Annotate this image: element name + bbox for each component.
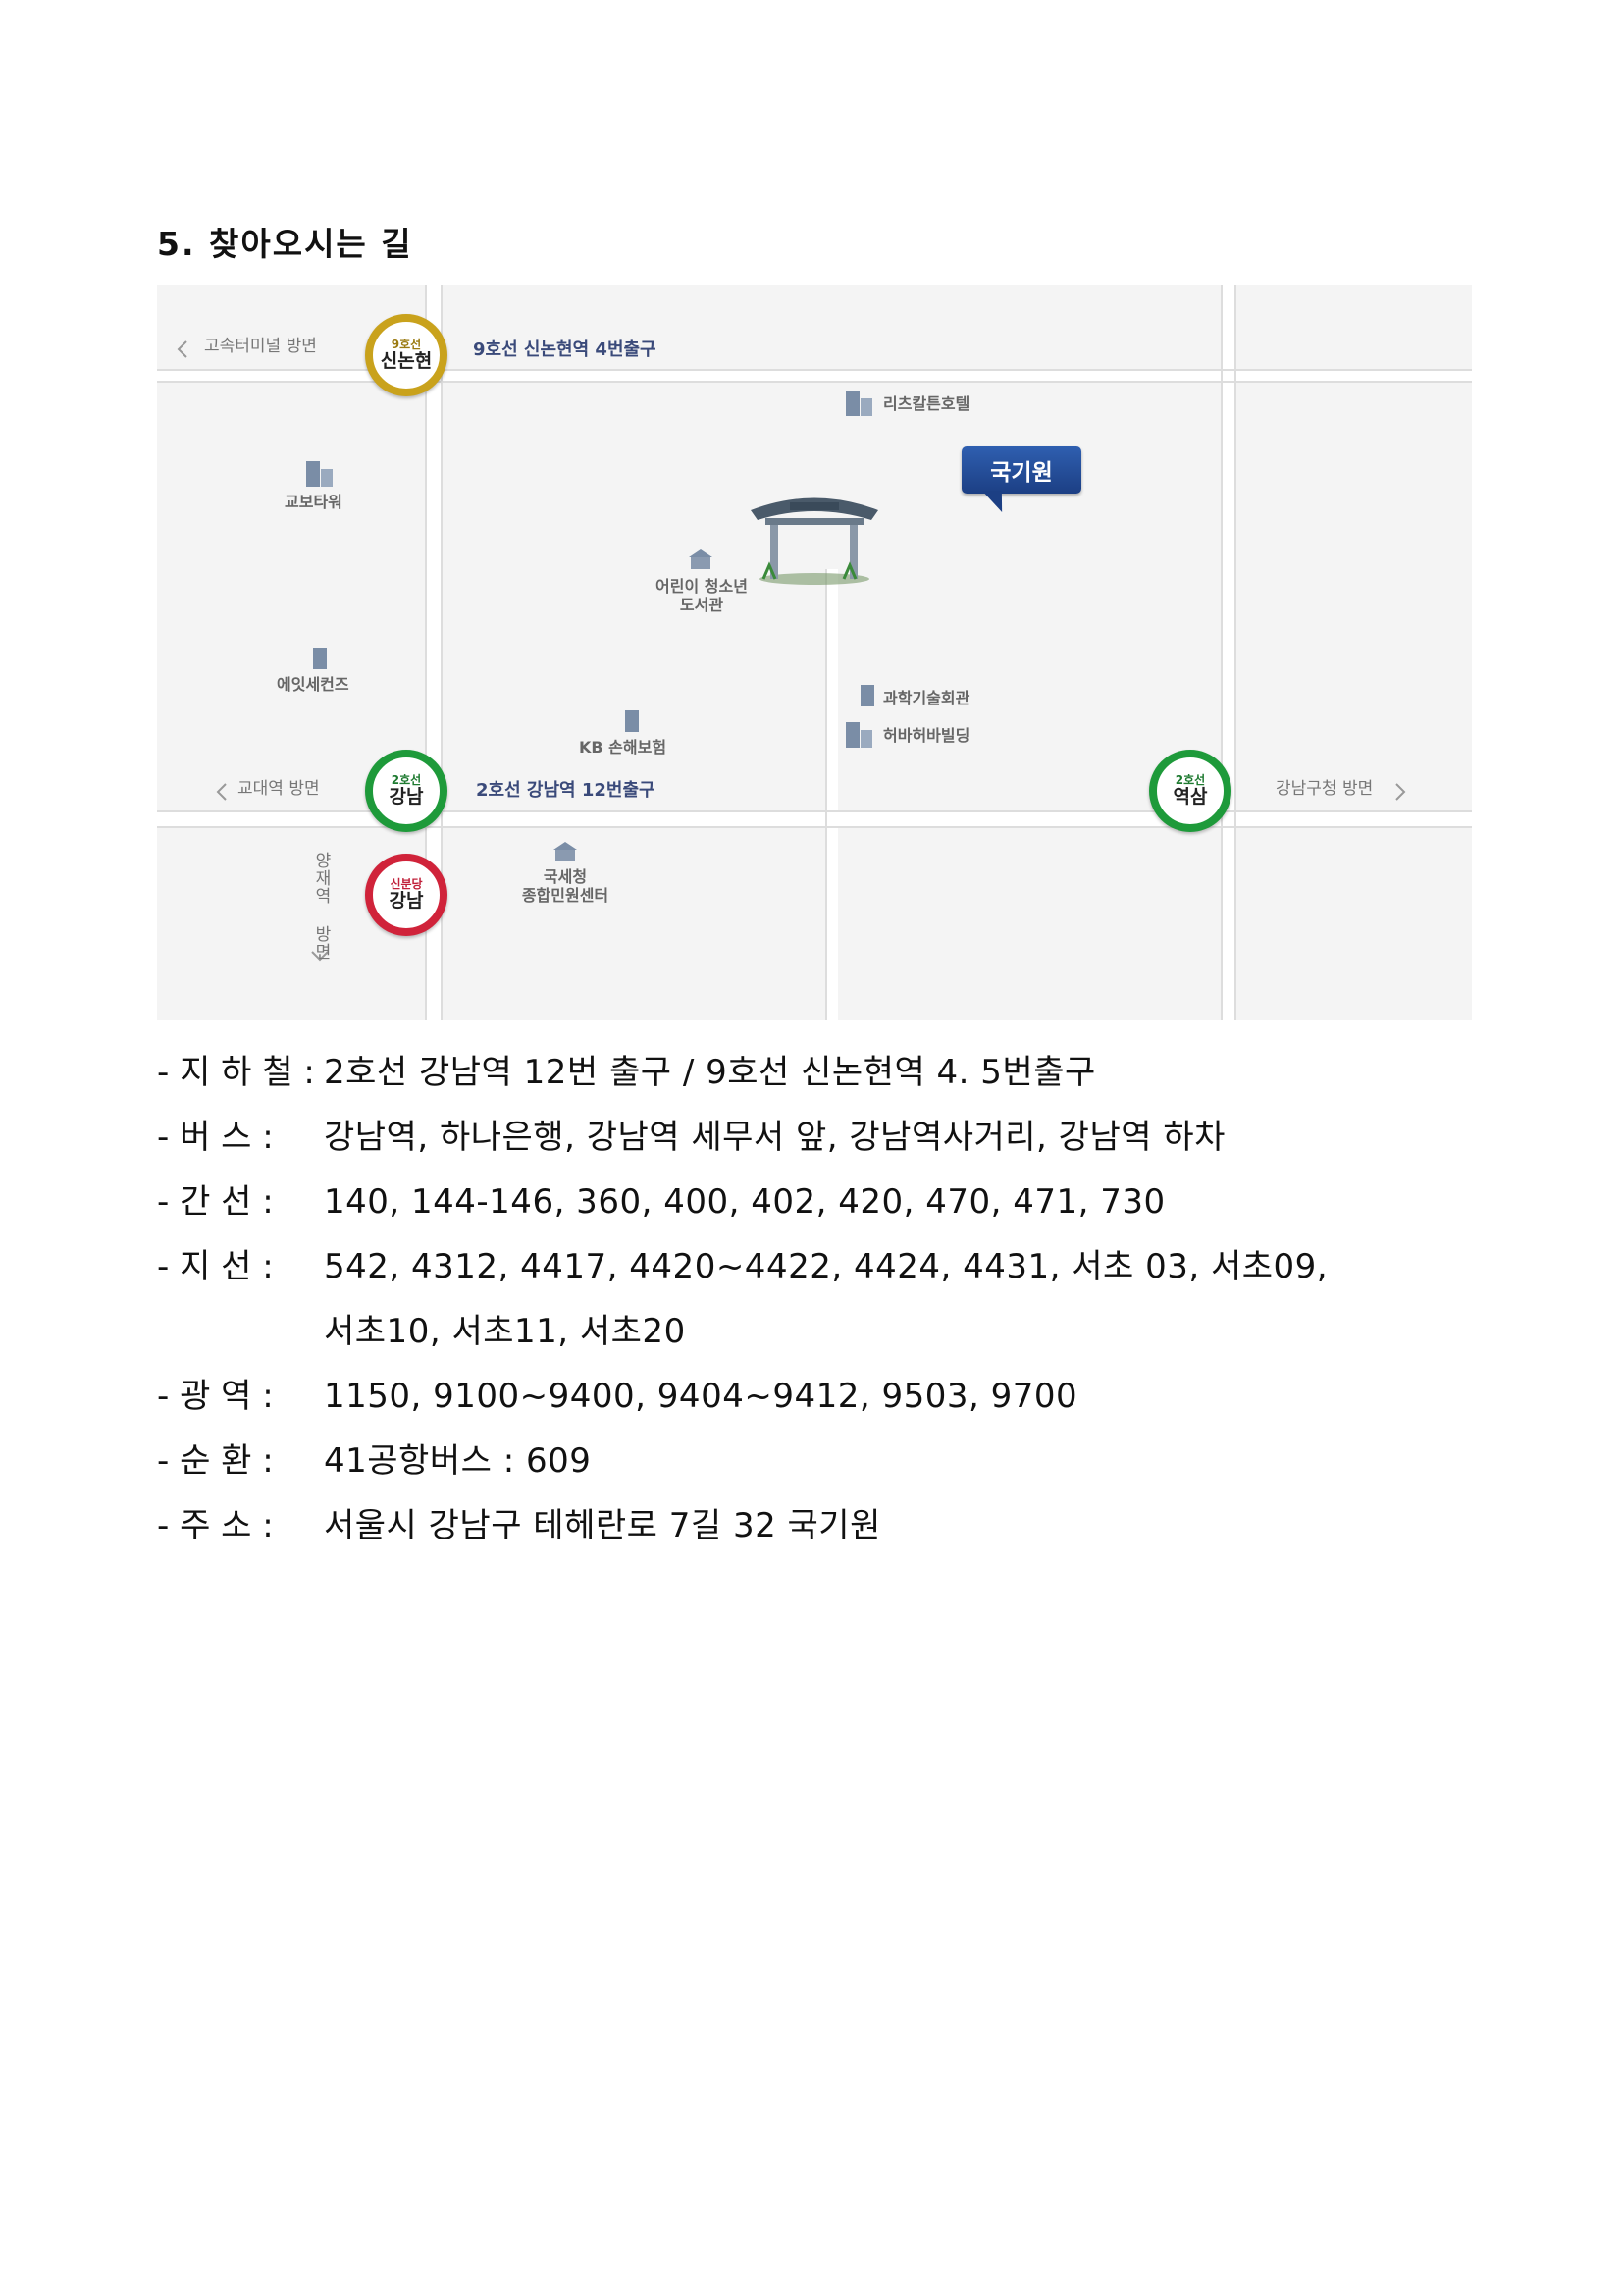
- info-category: - 주 소 :: [157, 1506, 274, 1545]
- kukkiwon-badge: 국기원: [962, 446, 1081, 494]
- station-name: 신논현: [380, 350, 433, 373]
- road-network: [157, 285, 1472, 1020]
- info-value: 41공항버스 : 609: [324, 1441, 592, 1481]
- info-row-trunk-bus: - 간 선 : 140, 144-146, 360, 400, 402, 420…: [157, 1170, 1472, 1234]
- landmark-heobaheoba-building: 허바허바빌딩: [883, 726, 970, 745]
- station-yeoksam: 2호선 역삼: [1149, 750, 1231, 832]
- station-sinnonhyeon: 9호선 신논현: [365, 314, 447, 396]
- info-value: 1150, 9100~9400, 9404~9412, 9503, 9700: [324, 1377, 1078, 1416]
- chevron-down-icon: [311, 951, 329, 962]
- landmark-nts-line1: 국세청: [543, 867, 588, 886]
- info-category: - 지 하 철 :: [157, 1053, 315, 1092]
- info-category: - 간 선 :: [157, 1182, 274, 1222]
- info-category: - 버 스 :: [157, 1118, 274, 1157]
- landmark-ritz-carlton: 리츠칼튼호텔: [883, 394, 970, 413]
- government-office-icon: [553, 842, 577, 861]
- building-icon: [846, 391, 872, 416]
- info-value: 140, 144-146, 360, 400, 402, 420, 470, 4…: [324, 1182, 1166, 1222]
- info-row-branch-bus: - 지 선 : 542, 4312, 4417, 4420~4422, 4424…: [157, 1234, 1472, 1299]
- chevron-right-icon: [1395, 783, 1406, 801]
- map-background: [157, 285, 1472, 1020]
- station-name: 강남: [389, 890, 424, 913]
- road-teheran: [157, 811, 1472, 827]
- chevron-left-icon: [216, 783, 227, 801]
- building-icon: [625, 710, 639, 732]
- station-line-label: 신분당: [390, 876, 423, 891]
- info-value: 542, 4312, 4417, 4420~4422, 4424, 4431, …: [324, 1247, 1329, 1286]
- info-value: 서울시 강남구 테헤란로 7길 32 국기원: [324, 1506, 881, 1545]
- landmark-library: 어린이 청소년 도서관: [648, 577, 756, 614]
- direction-label-yangjae: 양재역 방면: [311, 852, 331, 961]
- building-icon: [861, 685, 874, 706]
- info-row-bus: - 버 스 : 강남역, 하나은행, 강남역 세무서 앞, 강남역사거리, 강남…: [157, 1105, 1472, 1170]
- info-value: 강남역, 하나은행, 강남역 세무서 앞, 강남역사거리, 강남역 하차: [324, 1118, 1226, 1157]
- direction-label-gyodae: 교대역 방면: [237, 779, 320, 799]
- road-inner: [826, 569, 838, 1020]
- kukkiwon-gate-icon: [751, 497, 878, 585]
- page-title: 5. 찾아오시는 길: [157, 225, 413, 263]
- landmark-library-line2: 도서관: [679, 596, 724, 615]
- landmark-eight-seconds: 에잇세컨즈: [277, 675, 349, 694]
- landmark-nts-line2: 종합민원센터: [521, 886, 609, 906]
- info-category: - 순 환 :: [157, 1441, 274, 1481]
- road-top: [157, 370, 1472, 382]
- directions-info: - 지 하 철 : 2호선 강남역 12번 출구 / 9호선 신논현역 4. 5…: [157, 1040, 1472, 1558]
- info-row-express-bus: - 광 역 : 1150, 9100~9400, 9404~9412, 9503…: [157, 1364, 1472, 1429]
- station-name: 강남: [389, 786, 424, 809]
- road-gangnam-daero: [426, 285, 442, 1020]
- chevron-left-icon: [177, 340, 187, 358]
- station-line-label: 9호선: [391, 337, 422, 351]
- landmark-nts-center: 국세청 종합민원센터: [506, 867, 624, 905]
- building-icon: [306, 461, 333, 487]
- building-icon: [846, 722, 872, 748]
- library-icon: [689, 549, 712, 569]
- info-row-branch-bus-continued: 서초10, 서초11, 서초20: [157, 1299, 1472, 1364]
- exit-label-sinnonhyeon: 9호선 신논현역 4번출구: [473, 339, 656, 360]
- station-gangnam-line2: 2호선 강남: [365, 750, 447, 832]
- info-value: 서초10, 서초11, 서초20: [324, 1312, 686, 1351]
- info-row-circular-bus: - 순 환 : 41공항버스 : 609: [157, 1429, 1472, 1493]
- location-map: 고속터미널 방면 교대역 방면 강남구청 방면 양재역 방면 9호선 신논현 2…: [157, 285, 1472, 1020]
- direction-label-gangnam-gu-office: 강남구청 방면: [1276, 779, 1374, 799]
- station-gangnam-sinbundang: 신분당 강남: [365, 854, 447, 936]
- road-yeoksam: [1222, 285, 1235, 1020]
- station-name: 역삼: [1173, 786, 1208, 809]
- info-category: - 지 선 :: [157, 1247, 274, 1286]
- landmark-kb-insurance: KB 손해보험: [579, 738, 667, 757]
- landmark-science-hall: 과학기술회관: [883, 689, 970, 707]
- info-value: 2호선 강남역 12번 출구 / 9호선 신논현역 4. 5번출구: [324, 1053, 1096, 1092]
- info-row-subway: - 지 하 철 : 2호선 강남역 12번 출구 / 9호선 신논현역 4. 5…: [157, 1040, 1472, 1105]
- landmark-kyobo-tower: 교보타워: [285, 493, 342, 511]
- exit-label-gangnam: 2호선 강남역 12번출구: [476, 780, 655, 801]
- station-line-label: 2호선: [391, 772, 422, 787]
- building-icon: [313, 648, 327, 669]
- station-line-label: 2호선: [1175, 772, 1206, 787]
- info-row-address: - 주 소 : 서울시 강남구 테헤란로 7길 32 국기원: [157, 1493, 1472, 1558]
- landmark-library-line1: 어린이 청소년: [655, 577, 748, 596]
- info-category: - 광 역 :: [157, 1377, 274, 1416]
- direction-label-terminal: 고속터미널 방면: [204, 337, 317, 356]
